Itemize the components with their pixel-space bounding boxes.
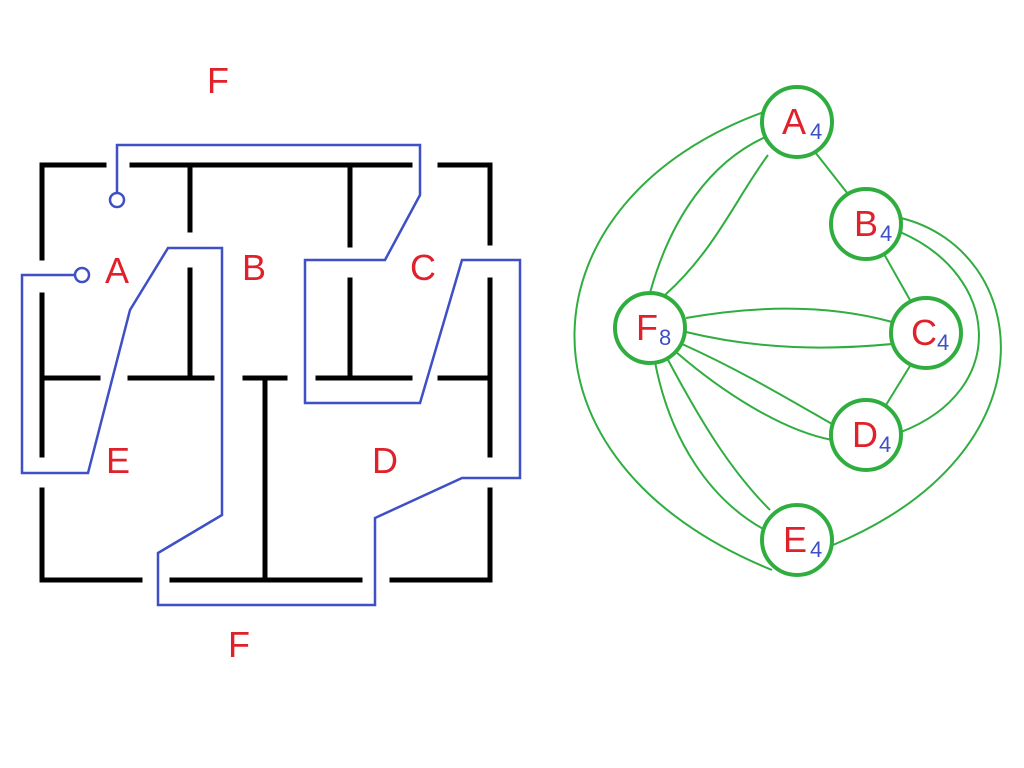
route xyxy=(20,143,522,607)
edge-a-f xyxy=(649,134,771,294)
edge-f-d xyxy=(675,351,833,441)
graph-node-a: A 4 xyxy=(760,85,834,159)
room-label-outside-bottom: F xyxy=(228,624,250,665)
edge-c-d xyxy=(885,365,911,406)
floor-plan: F A B C E D F xyxy=(20,60,522,665)
node-degree: 4 xyxy=(880,221,892,246)
node-circle xyxy=(829,187,903,261)
room-labels: F A B C E D F xyxy=(105,60,436,665)
node-circle xyxy=(613,291,687,365)
node-letter: D xyxy=(852,414,878,455)
edge-b-e xyxy=(832,217,1002,546)
edge-b-c xyxy=(883,253,911,301)
node-degree: 8 xyxy=(659,325,671,350)
node-circle xyxy=(760,503,834,577)
room-label-b: B xyxy=(242,247,266,288)
graph-node-d: D 4 xyxy=(829,398,903,472)
edge-f-c xyxy=(685,307,893,323)
node-degree: 4 xyxy=(810,119,822,144)
room-label-d: D xyxy=(372,440,398,481)
node-degree: 4 xyxy=(810,537,822,562)
graph-edges xyxy=(573,111,1002,571)
edge-a-f xyxy=(664,154,769,296)
node-circle xyxy=(889,296,963,370)
route-start-marker xyxy=(108,191,126,209)
node-letter: A xyxy=(782,101,806,142)
graph-node-b: B 4 xyxy=(829,187,903,261)
route-path xyxy=(20,143,522,607)
room-label-a: A xyxy=(105,250,129,291)
graph-node-e: E 4 xyxy=(760,503,834,577)
node-degree: 4 xyxy=(879,432,891,457)
graph-node-f: F 8 xyxy=(613,291,687,365)
graph-nodes: A 4 B 4 C 4 D 4 E 4 xyxy=(613,85,963,577)
route-end-marker xyxy=(73,266,91,284)
room-label-outside-top: F xyxy=(207,60,229,101)
graph: A 4 B 4 C 4 D 4 E 4 xyxy=(573,85,1002,577)
node-letter: F xyxy=(636,307,658,348)
edge-f-d xyxy=(681,343,833,425)
edge-b-d xyxy=(899,231,980,433)
node-letter: B xyxy=(854,203,878,244)
room-label-c: C xyxy=(410,247,436,288)
edge-a-e xyxy=(573,111,773,571)
edge-a-b xyxy=(814,151,849,195)
edge-f-c xyxy=(685,331,893,349)
node-circle xyxy=(829,398,903,472)
edge-f-e xyxy=(666,357,771,511)
graph-node-c: C 4 xyxy=(889,296,963,370)
node-degree: 4 xyxy=(937,330,949,355)
walls xyxy=(39,162,493,583)
node-circle xyxy=(760,85,834,159)
edge-f-e xyxy=(654,361,766,531)
node-letter: C xyxy=(911,312,937,353)
room-label-e: E xyxy=(106,440,130,481)
node-letter: E xyxy=(783,519,807,560)
